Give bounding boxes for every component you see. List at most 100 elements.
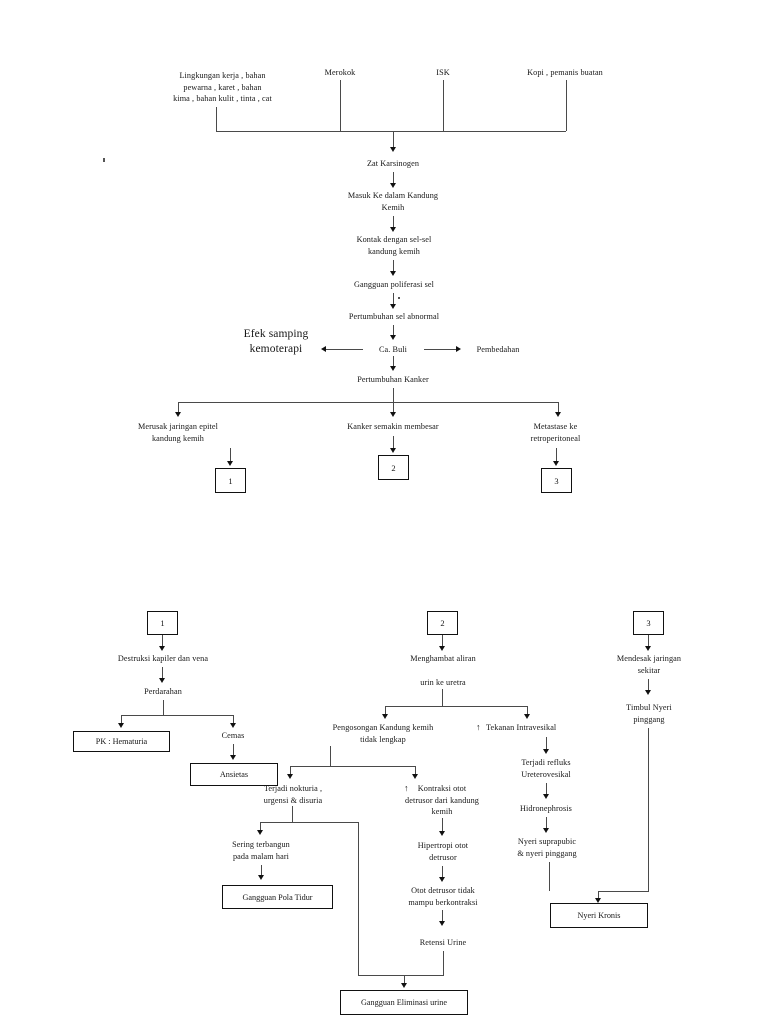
arrow-cemas-to-ansietas <box>230 755 236 760</box>
connector-rf3-stem <box>443 80 444 131</box>
node-nyeri-suprapubic-pinggang: Nyeri suprapubic & nyeri pinggang <box>517 837 577 858</box>
box-nyeri-kronis: Nyeri Kronis <box>550 903 648 928</box>
connector-kanker-stem <box>393 388 394 402</box>
connector-zat-to-masuk <box>393 172 394 184</box>
connector-pengosongan-left-drop <box>290 766 291 775</box>
node-menghambat-aliran-urin: Menghambat aliran urin ke uretra <box>410 654 476 687</box>
arrow-gangguan-to-pertumbuhan <box>390 304 396 309</box>
ref-box-lower-2: 2 <box>427 611 458 635</box>
connector-nokturia-to-eliminasi <box>358 975 404 976</box>
arrow-membesar-to-ref2 <box>390 448 396 453</box>
connector-rf1-stem <box>216 107 217 131</box>
arrow-to-nyeri-kronis <box>595 898 601 903</box>
arrow-kontak-to-gangguan <box>390 271 396 276</box>
node-merusak-jaringan-epitel: Merusak jaringan epitel kandung kemih <box>137 422 219 443</box>
arrow-to-gangguan-eliminasi <box>401 983 407 988</box>
connector-refluks-to-hidronephrosis <box>546 783 547 795</box>
connector-branch-right-drop <box>558 402 559 413</box>
connector-nyeri-kronis-stem <box>598 891 599 900</box>
connector-menghambat-right-drop <box>527 706 528 715</box>
connector-menghambat-left-drop <box>385 706 386 715</box>
arrow-otot-to-retensi <box>439 921 445 926</box>
connector-cabuli-to-efek <box>326 349 363 350</box>
node-pertumbuhan-sel-abnormal: Pertumbuhan sel abnormal <box>348 312 440 321</box>
ref-box-upper-3: 3 <box>541 468 572 493</box>
connector-ref2-to-menghambat <box>442 635 443 647</box>
ref-box-upper-2: 2 <box>378 455 409 480</box>
arrow-destruksi-to-perdarahan <box>159 678 165 683</box>
node-tekanan-intravesikal: Tekanan Intravesikal <box>486 723 557 732</box>
node-hipertropi-otot-detrusor: Hipertropi otot detrusor <box>417 841 469 862</box>
node-hidronephrosis: Hidronephrosis <box>520 804 572 813</box>
arrow-metastase-to-ref3 <box>553 461 559 466</box>
connector-branch-mid-drop <box>393 402 394 413</box>
connector-epitel-to-ref1 <box>230 448 231 462</box>
connector-tekanan-to-refluks <box>546 737 547 750</box>
arrow-epitel-to-ref1 <box>227 461 233 466</box>
connector-kontraksi-to-hipertropi <box>442 818 443 832</box>
box-pk-hematuria: PK : Hematuria <box>73 731 170 752</box>
connector-suprapubic-down <box>549 862 550 891</box>
risk-factor-kopi-pemanis: Kopi , pemanis buatan <box>527 68 603 77</box>
connector-mendesak-to-timbul-nyeri <box>648 679 649 691</box>
arrow-to-cemas <box>230 723 236 728</box>
arrow-to-pk-hematuria <box>118 723 124 728</box>
arrow-to-pengosongan <box>382 714 388 719</box>
stray-mark-1 <box>398 297 400 299</box>
arrow-to-nokturia <box>287 774 293 779</box>
box-gangguan-eliminasi-urine: Gangguan Eliminasi urine <box>340 990 468 1015</box>
connector-menghambat-bar <box>385 706 527 707</box>
node-mendesak-jaringan-sekitar: Mendesak jaringan sekitar <box>616 654 682 675</box>
connector-terbangun-to-tidur <box>261 865 262 876</box>
arrow-branch-right <box>555 412 561 417</box>
box-gangguan-pola-tidur: Gangguan Pola Tidur <box>222 885 333 909</box>
connector-cabuli-to-kanker <box>393 356 394 367</box>
arrow-refluks-to-hidronephrosis <box>543 794 549 799</box>
connector-perdarahan-stem <box>163 700 164 715</box>
up-arrow-icon-tekanan: ↑ <box>476 722 481 732</box>
connector-collector-to-zat <box>393 131 394 148</box>
node-otot-detrusor-tidak-mampu: Otot detrusor tidak mampu berkontraksi <box>408 886 478 907</box>
arrow-cabuli-to-pembedahan <box>456 346 461 352</box>
connector-perdarahan-right-drop <box>233 715 234 724</box>
arrow-ref2-to-menghambat <box>439 646 445 651</box>
arrow-tekanan-to-refluks <box>543 749 549 754</box>
risk-factor-merokok: Merokok <box>324 68 356 77</box>
node-destruksi-kapiler-vena: Destruksi kapiler dan vena <box>117 654 209 663</box>
node-terjadi-nokturia: Terjadi nokturia , urgensi & disuria <box>263 784 323 805</box>
connector-hidronephrosis-to-nyeri-suprapubic <box>546 817 547 829</box>
node-pengosongan-kandung-kemih: Pengosongan Kandung kemih tidak lengkap <box>332 723 434 744</box>
node-sering-terbangun: Sering terbangun pada malam hari <box>232 840 290 861</box>
connector-pengosongan-bar <box>290 766 415 767</box>
connector-rf4-stem <box>566 80 567 131</box>
arrow-hidronephrosis-to-nyeri-suprapubic <box>543 828 549 833</box>
connector-ref3-to-mendesak <box>648 635 649 647</box>
arrow-mendesak-to-timbul-nyeri <box>645 690 651 695</box>
connector-pengosongan-stem <box>330 746 331 766</box>
node-terjadi-refluks-ureterovesikal: Terjadi refluks Ureterovesikal <box>521 758 571 779</box>
arrow-zat-to-masuk <box>390 183 396 188</box>
risk-factor-lingkungan-kerja: Lingkungan kerja , bahan pewarna , karet… <box>173 71 272 103</box>
connector-risk-collector-bar <box>216 131 566 132</box>
arrow-ref3-to-mendesak <box>645 646 651 651</box>
arrow-to-kontraksi-otot <box>412 774 418 779</box>
connector-nokturia-right-long <box>358 822 359 975</box>
connector-destruksi-to-perdarahan <box>162 667 163 679</box>
connector-nokturia-bar <box>260 822 358 823</box>
connector-menghambat-stem <box>442 689 443 706</box>
arrow-ref1-to-destruksi <box>159 646 165 651</box>
node-cemas: Cemas <box>221 731 245 740</box>
connector-retensi-down <box>443 951 444 975</box>
connector-otot-to-retensi <box>442 910 443 922</box>
connector-abnormal-to-cabuli <box>393 325 394 336</box>
arrow-branch-mid <box>390 412 396 417</box>
node-timbul-nyeri-pinggang: Timbul Nyeri pinggang <box>626 703 672 724</box>
connector-nokturia-left-drop <box>260 822 261 831</box>
connector-membesar-to-ref2 <box>393 436 394 449</box>
connector-gangguan-to-pertumbuhan <box>393 293 394 305</box>
ref-box-lower-1: 1 <box>147 611 178 635</box>
stray-mark-2 <box>103 158 105 162</box>
arrow-masuk-to-kontak <box>390 227 396 232</box>
connector-hipertropi-to-otot-tidak <box>442 866 443 878</box>
connector-timbul-nyeri-long <box>648 728 649 891</box>
